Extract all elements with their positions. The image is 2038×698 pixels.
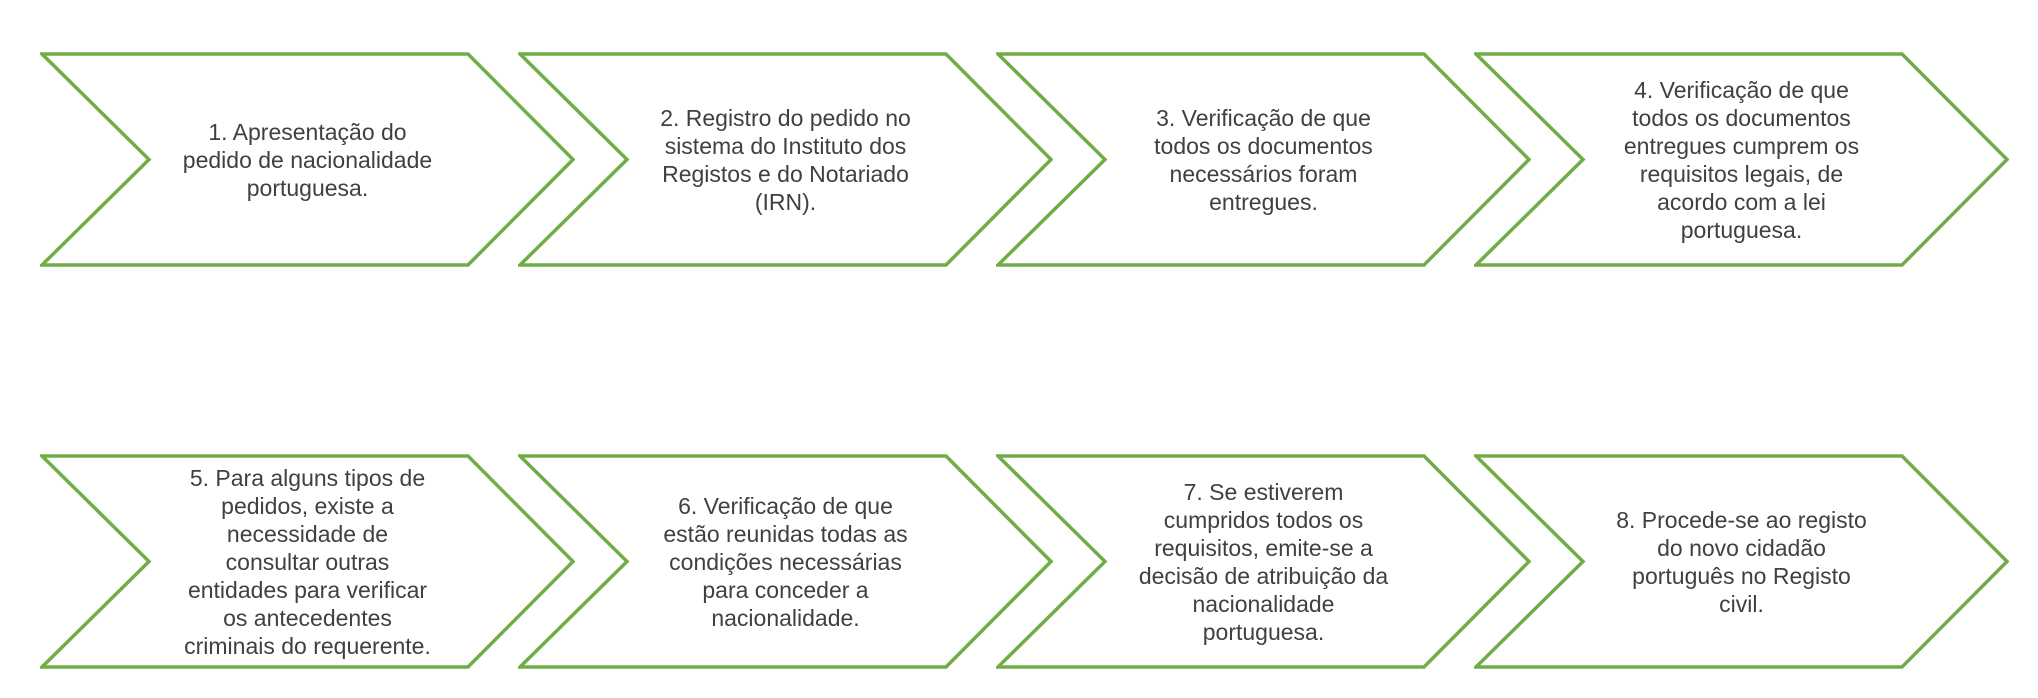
chevron-arrow-icon xyxy=(40,52,575,267)
diagram-row-2: 5. Para alguns tipos de pedidos, existe … xyxy=(40,454,2009,669)
step-label: 1. Apresentação do pedido de nacionalida… xyxy=(182,118,433,201)
process-step-3: 3. Verificação de que todos os documento… xyxy=(996,52,1531,267)
step-label: 5. Para alguns tipos de pedidos, existe … xyxy=(184,464,431,659)
step-label: 6. Verificação de que estão reunidas tod… xyxy=(663,492,908,631)
diagram-row-1: 1. Apresentação do pedido de nacionalida… xyxy=(40,52,2009,267)
step-label: 7. Se estiverem cumpridos todos os requi… xyxy=(1138,478,1389,645)
step-label: 4. Verificação de que todos os documento… xyxy=(1623,76,1860,243)
step-label: 2. Registro do pedido no sistema do Inst… xyxy=(660,104,911,215)
process-step-8: 8. Procede-se ao registo do novo cidadão… xyxy=(1474,454,2009,669)
chevron-arrow-icon xyxy=(518,454,1053,669)
chevron-arrow-icon xyxy=(40,454,575,669)
chevron-arrow-icon xyxy=(996,52,1531,267)
chevron-arrow-icon xyxy=(996,454,1531,669)
process-step-4: 4. Verificação de que todos os documento… xyxy=(1474,52,2009,267)
step-label: 3. Verificação de que todos os documento… xyxy=(1154,104,1373,215)
step-label: 8. Procede-se ao registo do novo cidadão… xyxy=(1616,506,1867,617)
chevron-arrow-icon xyxy=(518,52,1053,267)
process-step-6: 6. Verificação de que estão reunidas tod… xyxy=(518,454,1053,669)
process-step-5: 5. Para alguns tipos de pedidos, existe … xyxy=(40,454,575,669)
chevron-arrow-icon xyxy=(1474,52,2009,267)
process-step-7: 7. Se estiverem cumpridos todos os requi… xyxy=(996,454,1531,669)
process-step-1: 1. Apresentação do pedido de nacionalida… xyxy=(40,52,575,267)
chevron-arrow-icon xyxy=(1474,454,2009,669)
process-step-2: 2. Registro do pedido no sistema do Inst… xyxy=(518,52,1053,267)
